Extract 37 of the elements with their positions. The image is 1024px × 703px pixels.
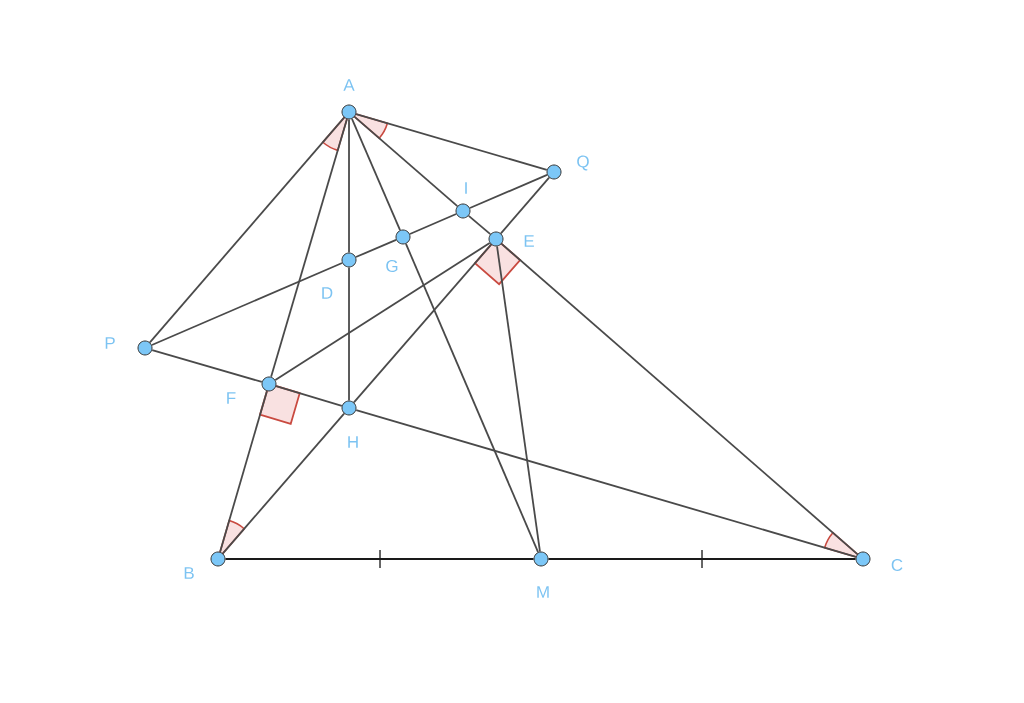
line-segment	[467, 214, 492, 236]
point-label: P	[105, 337, 115, 349]
line-segment	[547, 558, 857, 560]
line-segment	[353, 243, 492, 404]
point-label: M	[537, 586, 549, 598]
line-segment	[353, 116, 459, 207]
point-label: D	[322, 287, 333, 299]
line-segment	[355, 409, 857, 558]
line-segment	[219, 390, 268, 553]
point-label: C	[891, 558, 903, 571]
line-segment	[355, 113, 548, 171]
point-label: E	[524, 235, 534, 247]
line-segment	[222, 412, 345, 555]
line-segment	[348, 118, 350, 254]
point-label: I	[465, 182, 467, 194]
line-segment	[274, 242, 491, 381]
point-label: A	[343, 79, 355, 91]
line-segment	[348, 266, 350, 402]
line-segment	[355, 239, 397, 258]
point-label: F	[227, 392, 236, 404]
line-segment	[405, 243, 539, 553]
line-segment	[151, 349, 263, 383]
line-segment	[351, 117, 401, 231]
line-segment	[270, 118, 348, 378]
line-segment	[151, 262, 343, 346]
line-segment	[409, 213, 458, 235]
line-segment	[496, 245, 541, 553]
point-label: G	[386, 259, 398, 272]
line-segment	[275, 385, 343, 407]
point-label: H	[348, 436, 358, 448]
line-segment	[149, 116, 345, 344]
point-label: B	[184, 567, 194, 579]
line-segment	[469, 174, 548, 209]
line-segment	[500, 243, 859, 555]
point-label: Q	[577, 155, 589, 171]
line-segment	[500, 176, 550, 235]
line-segment	[224, 558, 535, 560]
